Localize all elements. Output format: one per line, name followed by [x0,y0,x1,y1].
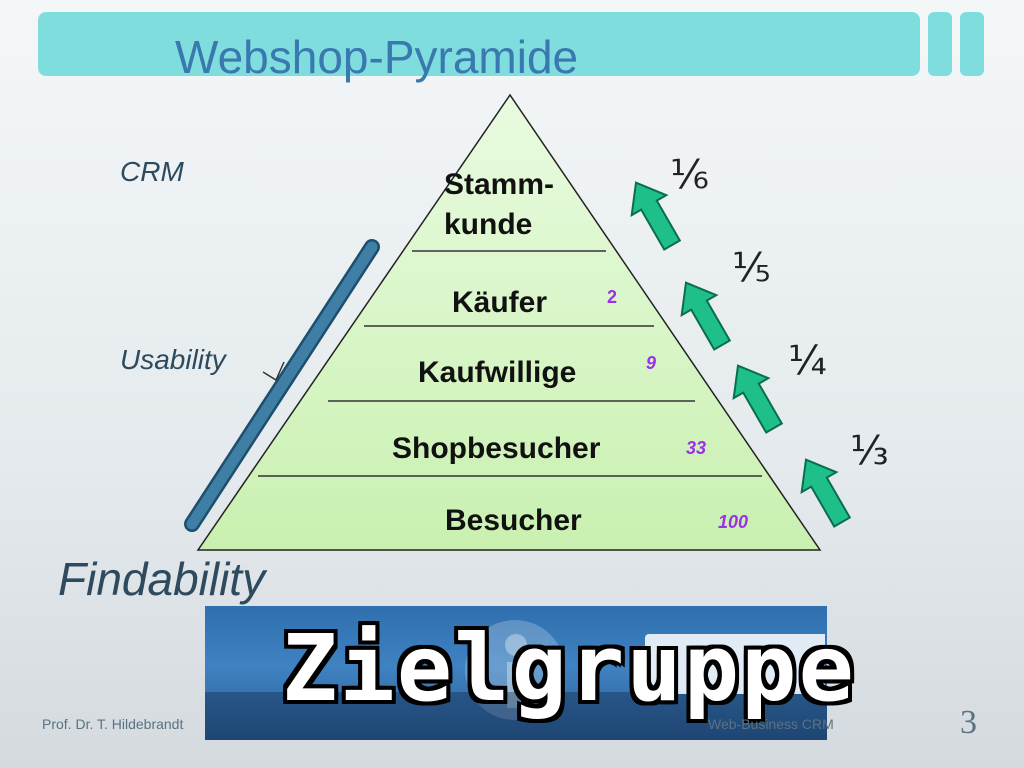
fraction-one-fifth: ⅕ [732,245,771,291]
banner-shadow-band [205,692,827,740]
footer-course: Web-Business CRM [708,716,834,732]
layer-label-stammkunde-line1: Stamm- [444,168,555,201]
fraction-one-third: ⅓ [850,428,889,474]
info-icon-stem [507,662,525,708]
count-besucher: 100 [718,512,749,532]
title-bar-tab-left [928,12,952,76]
fraction-one-sixth: ⅙ [670,152,709,198]
info-icon-dot [505,634,527,656]
layer-label-besucher: Besucher [445,504,582,537]
usability-label: Usability [120,344,226,375]
arrow-icon [630,181,682,251]
usability-bracket-highlight [186,241,378,530]
bracket-pointer [262,361,285,382]
layer-label-kaeufer: Käufer [452,286,548,319]
pyramid-shape [196,93,822,551]
info-icon [465,620,565,720]
layer-label-kaufwillige: Kaufwillige [418,356,577,389]
title-bar-tab-right [960,12,984,76]
arrow-icon [800,458,852,528]
count-kaufwillige: 9 [646,353,657,373]
zielgruppe-banner-image [205,606,827,740]
slide-title: Webshop-Pyramide [175,31,579,83]
title-bar [38,12,920,76]
banner-address-bar [645,634,825,694]
arrow-icon [732,364,784,434]
count-shopbesucher: 33 [686,438,707,458]
footer-author: Prof. Dr. T. Hildebrandt [42,716,184,732]
fraction-one-quarter: ¼ [788,338,827,384]
count-kaeufer: 2 [607,287,618,307]
layer-label-shopbesucher: Shopbesucher [392,432,601,465]
arrow-icon [680,281,732,351]
page-number: 3 [960,704,977,741]
findability-label: Findability [58,553,266,605]
crm-label: CRM [120,156,184,187]
layer-label-stammkunde-line2: kunde [444,208,533,241]
zielgruppe-text: Zielgruppe [282,615,856,722]
